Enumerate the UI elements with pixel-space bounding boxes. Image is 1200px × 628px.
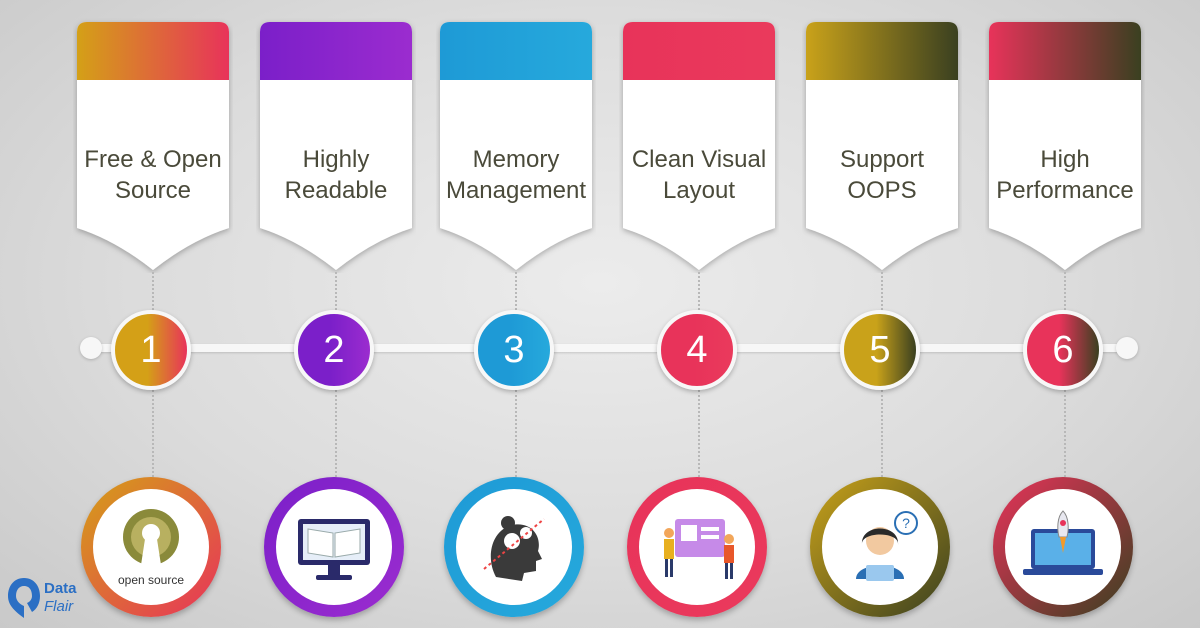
connector-top bbox=[515, 272, 517, 310]
svg-text:?: ? bbox=[902, 515, 910, 531]
step-icon-ring: open source bbox=[81, 477, 221, 617]
dataflair-logo: Data Flair bbox=[6, 576, 116, 622]
connector-bottom bbox=[152, 390, 154, 477]
laptop-rocket-icon bbox=[1005, 489, 1121, 605]
monitor-book-icon bbox=[276, 489, 392, 605]
connector-top bbox=[335, 272, 337, 310]
connector-bottom bbox=[698, 390, 700, 477]
timeline-end-cap bbox=[1116, 337, 1138, 359]
step-title-line-1: Highly bbox=[302, 146, 370, 173]
step-title-line-1: Free & Open bbox=[84, 146, 222, 173]
step-icon-ring bbox=[444, 477, 584, 617]
connector-top bbox=[152, 272, 154, 310]
logo-text-flair: Flair bbox=[44, 598, 74, 615]
connector-bottom bbox=[1064, 390, 1066, 477]
connector-top bbox=[698, 272, 700, 310]
step-title-line-2: Readable bbox=[284, 177, 388, 204]
person-question-icon: ? bbox=[822, 489, 938, 605]
connector-bottom bbox=[335, 390, 337, 477]
open-source-icon: open source bbox=[93, 489, 209, 605]
step-number-badge: 5 bbox=[840, 310, 920, 390]
step-number-badge: 4 bbox=[657, 310, 737, 390]
dataflair-logo-mark bbox=[8, 578, 40, 618]
logo-text-data: Data bbox=[44, 580, 77, 597]
step-number-badge: 6 bbox=[1023, 310, 1103, 390]
timeline-bar bbox=[92, 344, 1126, 352]
step-title-line-2: Source bbox=[114, 177, 192, 204]
step-title-line-1: Support bbox=[839, 146, 925, 173]
step-number-badge: 3 bbox=[474, 310, 554, 390]
step-number-badge: 2 bbox=[294, 310, 374, 390]
head-gears-icon bbox=[456, 489, 572, 605]
step-icon-ring bbox=[264, 477, 404, 617]
step-title-line-2: Performance bbox=[996, 177, 1134, 204]
presentation-board-icon bbox=[639, 489, 755, 605]
step-number-badge: 1 bbox=[111, 310, 191, 390]
step-icon-ring bbox=[627, 477, 767, 617]
step-icon-ring bbox=[993, 477, 1133, 617]
step-title-line-1: High bbox=[1040, 146, 1090, 173]
icon-caption: open source bbox=[117, 573, 185, 587]
connector-bottom bbox=[881, 390, 883, 477]
step-title-line-1: Memory bbox=[472, 146, 560, 173]
timeline-start-cap bbox=[80, 337, 102, 359]
step-title-line-2: OOPS bbox=[847, 177, 917, 204]
step-title-line-1: Clean Visual bbox=[631, 146, 767, 173]
connector-top bbox=[1064, 272, 1066, 310]
step-title-line-2: Layout bbox=[662, 177, 736, 204]
step-icon-ring: ? bbox=[810, 477, 950, 617]
step-title-line-2: Management bbox=[445, 177, 587, 204]
connector-top bbox=[881, 272, 883, 310]
connector-bottom bbox=[515, 390, 517, 477]
